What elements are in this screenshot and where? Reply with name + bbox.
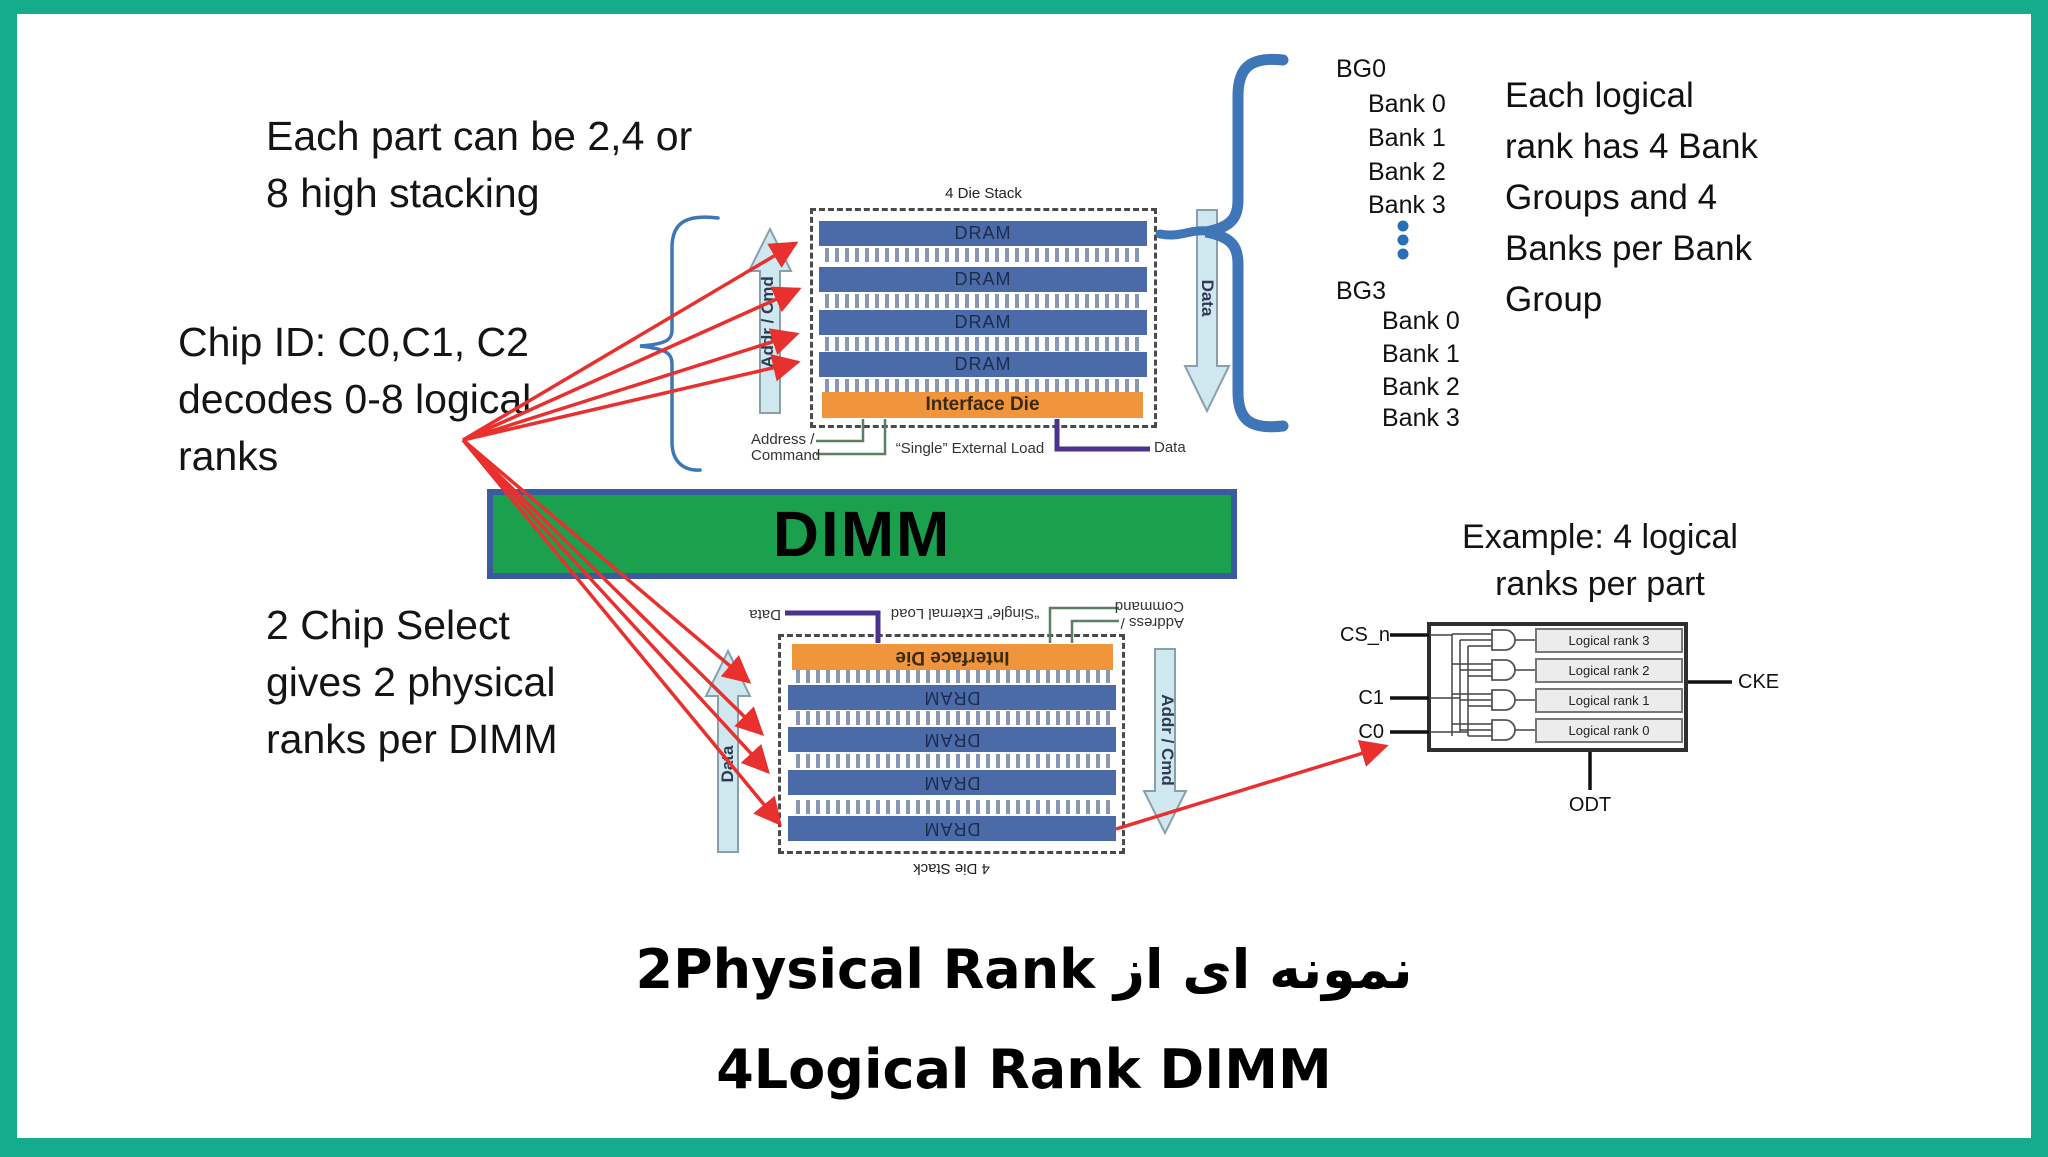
logical-rank-2-label: Logical rank 2 (1568, 663, 1650, 678)
dram-die-3: DRAM (819, 310, 1147, 335)
example-wiring (1390, 629, 1732, 790)
dram-die-1: DRAM (819, 221, 1147, 246)
stack-wires (816, 419, 1150, 456)
pin-c0-label: C0 (1358, 721, 1384, 743)
example-title-line2: ranks per part (1495, 565, 1705, 603)
bank-group-note-line2: rank has 4 Bank (1505, 127, 1758, 166)
die-stack-top: 4 Die Stack DRAM DRAM DRAM DRAM Interfac… (745, 185, 1235, 470)
bank-group-note-line3: Groups and 4 (1505, 178, 1718, 217)
microbump-row-4 (825, 379, 1141, 393)
microbump-row-1 (825, 248, 1141, 262)
chip-id-note-line2: decodes 0-8 logical (178, 376, 532, 422)
dram-die-1-label: DRAM (954, 223, 1012, 243)
dram-die-2: DRAM (819, 267, 1147, 292)
bank-group0-bank3: Bank 3 (1368, 191, 1446, 219)
dram-die-4: DRAM (819, 352, 1147, 377)
external-load-label: “Single” External Load (895, 440, 1045, 457)
dimm-bar: DIMM (487, 489, 1237, 579)
chip-select-note-line1: 2 Chip Select (266, 602, 510, 648)
bank-group3-bank3: Bank 3 (1382, 404, 1460, 432)
caption-line1: نمونه ای از 2Physical Rank (14, 938, 2034, 1001)
pin-odt-label: ODT (1568, 794, 1612, 816)
example-diagram: Logical rank 3 Logical rank 2 Logical ra… (1340, 500, 1800, 830)
address-command-wire-label-bottom: Address / Command (1114, 598, 1184, 631)
dimm-label: DIMM (772, 498, 952, 570)
dram-die-4-label: DRAM (954, 354, 1012, 374)
bank-group3-bank2: Bank 2 (1382, 373, 1460, 401)
die-stack-bottom: 4 Die Stack DRAM DRAM DRAM DRAM Interfac… (700, 592, 1190, 877)
bank-group-note-line4: Banks per Bank (1505, 229, 1753, 268)
microbump-row-2 (825, 294, 1141, 308)
pin-cke-label: CKE (1738, 671, 1780, 693)
stacking-note-line1: Each part can be 2,4 or (266, 113, 693, 159)
example-title: Example: 4 logical ranks per part (1370, 514, 1830, 608)
interface-die-label: Interface Die (925, 394, 1040, 415)
example-title-line1: Example: 4 logical (1462, 518, 1738, 556)
chip-id-note-line1: Chip ID: C0,C1, C2 (178, 319, 529, 365)
caption-line1-english: 2Physical Rank (635, 938, 1096, 1001)
caption-line1-persian: نمونه ای از (1113, 938, 1413, 1001)
die-stack-outline (810, 208, 1157, 428)
data-wire-label: Data (1154, 439, 1186, 456)
logical-rank-1-label: Logical rank 1 (1568, 693, 1650, 708)
address-wire-line2b: Command (1114, 598, 1184, 615)
interface-die: Interface Die (822, 392, 1143, 418)
pin-cs-n-label: CS_n (1340, 624, 1391, 646)
data-wire-label-bottom: Data (749, 606, 781, 623)
logical-rank-3-label: Logical rank 3 (1568, 633, 1650, 648)
bank-group0-bank2: Bank 2 (1368, 158, 1446, 186)
bank-group-note-line1: Each logical (1505, 76, 1694, 115)
bank-group0-bank0: Bank 0 (1368, 90, 1446, 118)
logical-rank-3: Logical rank 3 (1535, 628, 1683, 653)
bank-group-note: Each logical rank has 4 Bank Groups and … (1505, 70, 1758, 325)
caption-line2: 4Logical Rank DIMM (716, 1038, 1332, 1101)
microbump-row-3 (825, 337, 1141, 351)
logical-rank-0-label: Logical rank 0 (1568, 723, 1650, 738)
chip-select-note-line2: gives 2 physical (266, 659, 556, 705)
chip-id-note-line3: ranks (178, 433, 279, 479)
stacking-note-line2: 8 high stacking (266, 170, 540, 216)
external-load-label-bottom: “Single” External Load (890, 605, 1040, 622)
chip-select-note: 2 Chip Select gives 2 physical ranks per… (266, 597, 558, 768)
logical-rank-1: Logical rank 1 (1535, 688, 1683, 713)
address-wire-line2: Command (751, 447, 821, 464)
stack-wires-bottom (785, 606, 1119, 643)
chip-select-note-line3: ranks per DIMM (266, 716, 558, 762)
bank-group3-bank0: Bank 0 (1382, 307, 1460, 335)
bank-group3-label: BG3 (1336, 277, 1387, 305)
chip-id-note: Chip ID: C0,C1, C2 decodes 0-8 logical r… (178, 314, 531, 485)
die-stack-title: 4 Die Stack (945, 185, 1022, 202)
bank-group-note-line5: Group (1505, 280, 1603, 319)
stacking-note: Each part can be 2,4 or 8 high stacking (266, 108, 692, 222)
pin-c1-label: C1 (1358, 687, 1384, 709)
bank-group0-bank1: Bank 1 (1368, 124, 1446, 152)
bank-group3-bank1: Bank 1 (1382, 340, 1460, 368)
logical-rank-2: Logical rank 2 (1535, 658, 1683, 683)
dram-die-2-label: DRAM (954, 269, 1012, 289)
address-wire-line1b: Address / (1120, 614, 1184, 631)
dram-die-3-label: DRAM (954, 312, 1012, 332)
bank-group0-label: BG0 (1336, 55, 1387, 83)
logical-rank-0: Logical rank 0 (1535, 718, 1683, 743)
address-wire-line1: Address / (751, 431, 815, 448)
address-command-wire-label: Address / Command (751, 432, 820, 464)
